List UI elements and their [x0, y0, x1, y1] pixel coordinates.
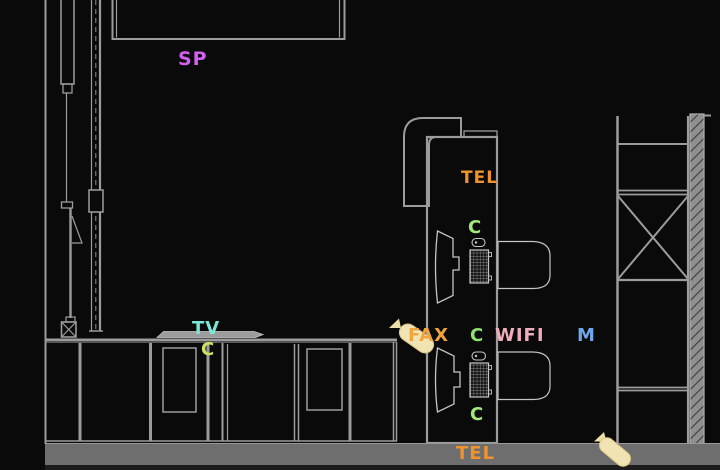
mouse-symbol: [471, 351, 487, 361]
shelving-frame: [616, 113, 711, 445]
base-cabinets: [45, 342, 398, 442]
junction-box-symbol: [60, 321, 77, 338]
dashed-service-column: [88, 0, 104, 332]
mouse-symbol: [471, 237, 486, 248]
label-fax: FAX: [408, 325, 450, 346]
label-tel-top: TEL: [461, 168, 499, 188]
counter-top: [45, 338, 397, 343]
workstation-1: [434, 230, 551, 304]
label-tel-bottom: TEL: [456, 443, 496, 464]
speaker-panel: [111, 0, 346, 40]
label-c-mid: C: [470, 325, 485, 346]
lamp-body-icon: [598, 437, 632, 467]
label-m: M: [577, 325, 596, 346]
keyboard-symbol: [469, 362, 490, 398]
label-c-tv: C: [201, 339, 216, 360]
label-sp: SP: [178, 48, 208, 70]
cabinet-door-panel: [162, 347, 197, 413]
lamp-arrow-icon: [389, 318, 401, 328]
lamp-marker-1: [389, 318, 435, 354]
label-wifi: WIFI: [495, 325, 545, 346]
monitor-symbol: [434, 230, 460, 304]
hatched-wall-column: [689, 113, 705, 445]
label-c-top: C: [468, 217, 483, 238]
cabinet-door-panel: [306, 348, 343, 411]
hanging-conduit: [60, 0, 83, 338]
label-tv: TV: [192, 318, 221, 339]
lamp-body-icon: [398, 323, 435, 354]
lamp-marker-2: [594, 432, 632, 467]
keyboard-symbol: [469, 249, 490, 284]
monitor-symbol: [434, 347, 461, 413]
label-c-bottom: C: [470, 404, 485, 425]
chair-symbol: [497, 351, 551, 401]
chair-symbol: [497, 240, 551, 290]
duct-elbow: [403, 117, 462, 207]
workstation-2: [434, 347, 551, 413]
tv-base-plate: [155, 331, 265, 338]
